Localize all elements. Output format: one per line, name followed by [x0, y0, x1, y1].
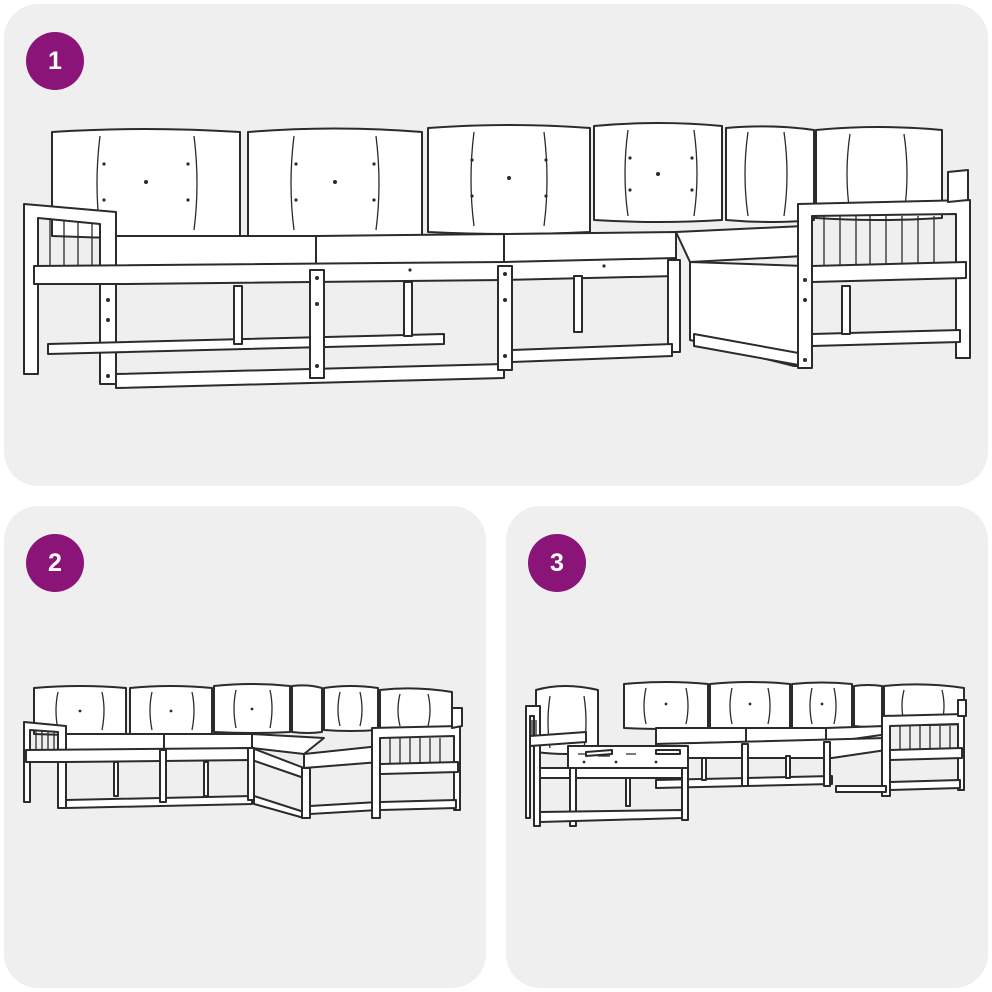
base-frame [33, 257, 681, 389]
back-cushions [33, 683, 453, 736]
right-corner-section [835, 699, 967, 797]
step-3-badge: 3 [528, 534, 586, 592]
step-1-panel: 1 [4, 4, 988, 486]
sofa-illustration-step-1 [23, 122, 971, 389]
base-frame [655, 737, 887, 789]
sofa-illustration-step-3 [525, 681, 967, 827]
right-corner-section [689, 169, 971, 369]
base-frame [25, 747, 379, 819]
seat-cushions [115, 225, 805, 271]
right-corner-section [371, 707, 463, 819]
sofa-illustration-step-2 [23, 683, 463, 819]
step-1-badge: 1 [26, 32, 84, 90]
detached-armchair [525, 685, 689, 827]
step-2-panel: 2 [4, 506, 486, 988]
step-3-panel: 3 [506, 506, 988, 988]
step-2-badge: 2 [26, 534, 84, 592]
